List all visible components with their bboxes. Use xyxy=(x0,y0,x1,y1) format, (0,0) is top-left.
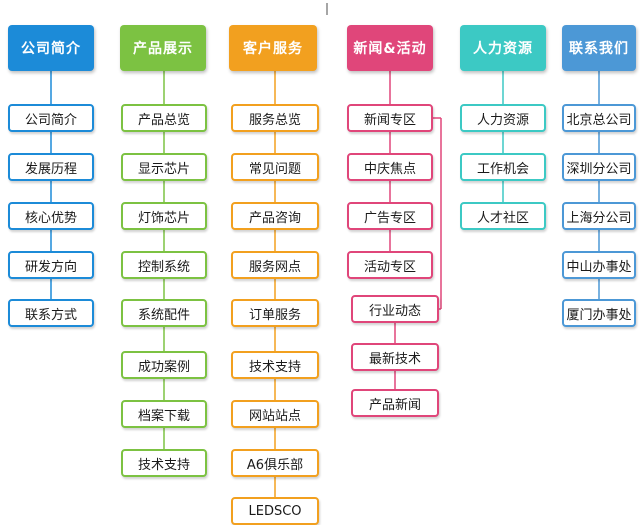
news-item[interactable]: 中庆焦点 xyxy=(347,153,433,181)
company-item[interactable]: 核心优势 xyxy=(8,202,94,230)
products-item[interactable]: 灯饰芯片 xyxy=(121,202,207,230)
header-service[interactable]: 客户服务 xyxy=(229,25,317,71)
news-item[interactable]: 行业动态 xyxy=(351,295,439,323)
hr-item[interactable]: 人才社区 xyxy=(460,202,546,230)
header-products[interactable]: 产品展示 xyxy=(120,25,206,71)
contact-item[interactable]: 深圳分公司 xyxy=(562,153,636,181)
products-item[interactable]: 产品总览 xyxy=(121,104,207,132)
news-item[interactable]: 新闻专区 xyxy=(347,104,433,132)
service-item[interactable]: 常见问题 xyxy=(231,153,319,181)
service-item[interactable]: 服务总览 xyxy=(231,104,319,132)
products-item[interactable]: 控制系统 xyxy=(121,251,207,279)
header-news[interactable]: 新闻&活动 xyxy=(347,25,433,71)
contact-item[interactable]: 上海分公司 xyxy=(562,202,636,230)
products-item[interactable]: 档案下载 xyxy=(121,400,207,428)
service-item[interactable]: 服务网点 xyxy=(231,251,319,279)
service-item[interactable]: 技术支持 xyxy=(231,351,319,379)
hr-item[interactable]: 工作机会 xyxy=(460,153,546,181)
products-item[interactable]: 成功案例 xyxy=(121,351,207,379)
products-item[interactable]: 技术支持 xyxy=(121,449,207,477)
news-item[interactable]: 广告专区 xyxy=(347,202,433,230)
hr-item[interactable]: 人力资源 xyxy=(460,104,546,132)
company-item[interactable]: 发展历程 xyxy=(8,153,94,181)
contact-item[interactable]: 北京总公司 xyxy=(562,104,636,132)
products-item[interactable]: 显示芯片 xyxy=(121,153,207,181)
service-item[interactable]: 订单服务 xyxy=(231,299,319,327)
service-item[interactable]: A6俱乐部 xyxy=(231,449,319,477)
company-item[interactable]: 研发方向 xyxy=(8,251,94,279)
header-contact[interactable]: 联系我们 xyxy=(562,25,636,71)
news-item[interactable]: 最新技术 xyxy=(351,343,439,371)
service-item[interactable]: 网站站点 xyxy=(231,400,319,428)
news-item[interactable]: 产品新闻 xyxy=(351,389,439,417)
service-item[interactable]: 产品咨询 xyxy=(231,202,319,230)
company-item[interactable]: 联系方式 xyxy=(8,299,94,327)
company-item[interactable]: 公司简介 xyxy=(8,104,94,132)
news-item[interactable]: 活动专区 xyxy=(347,251,433,279)
service-item[interactable]: LEDSCO xyxy=(231,497,319,525)
header-company[interactable]: 公司简介 xyxy=(8,25,94,71)
contact-item[interactable]: 中山办事处 xyxy=(562,251,636,279)
products-item[interactable]: 系统配件 xyxy=(121,299,207,327)
contact-item[interactable]: 厦门办事处 xyxy=(562,299,636,327)
header-hr[interactable]: 人力资源 xyxy=(460,25,546,71)
